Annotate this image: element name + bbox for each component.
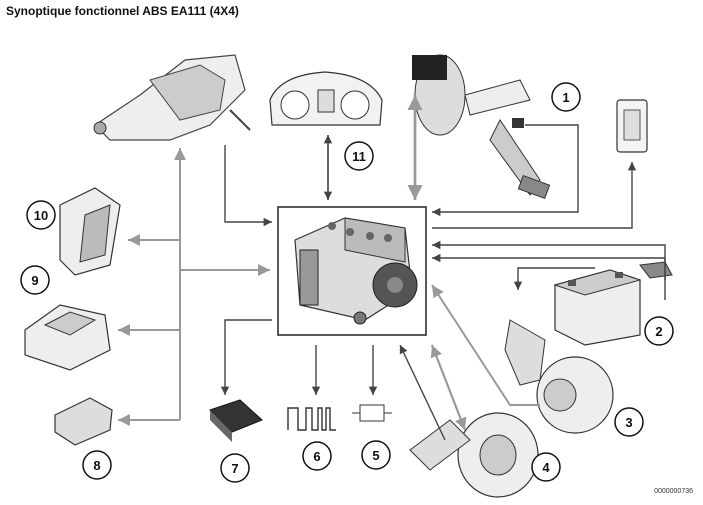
- abs-hydraulic-unit-icon: [277, 206, 427, 336]
- callout-7: 7: [220, 453, 250, 483]
- svg-text:3: 3: [625, 415, 632, 430]
- warning-lamp-icon: [616, 99, 648, 153]
- svg-text:11: 11: [352, 149, 366, 164]
- callout-8: 8: [82, 450, 112, 480]
- steering-column-icon: [93, 54, 251, 141]
- callout-1: 1: [551, 82, 581, 112]
- brake-light-switch: [352, 404, 392, 422]
- callout-2: 2: [644, 316, 674, 346]
- arrow-icon: [118, 95, 666, 441]
- svg-text:2: 2: [655, 324, 662, 339]
- connector-module: [54, 397, 113, 446]
- airbag-ecu: [24, 304, 111, 371]
- callout-5: 5: [361, 440, 391, 470]
- yaw-rate-sensor: [209, 399, 263, 442]
- svg-text:4: 4: [542, 460, 550, 475]
- svg-text:6: 6: [313, 449, 320, 464]
- diagnostic-signals: [287, 407, 336, 431]
- callout-10: 10: [26, 200, 56, 230]
- brake-pedal-servo: [412, 54, 551, 200]
- callout-9: 9: [20, 265, 50, 295]
- svg-text:5: 5: [372, 448, 379, 463]
- engine-ecu: [59, 187, 121, 276]
- instrument-cluster: [269, 71, 383, 126]
- svg-text:8: 8: [93, 458, 100, 473]
- page-title: Synoptique fonctionnel ABS EA111 (4X4): [6, 4, 239, 18]
- front-wheel-speed-sensor: [504, 319, 614, 434]
- svg-text:1: 1: [562, 90, 569, 105]
- rear-drum-brake: [409, 412, 539, 498]
- callout-4: 4: [531, 452, 561, 482]
- svg-text:9: 9: [31, 273, 38, 288]
- callout-11: 11: [344, 141, 374, 171]
- reference-code: 0000000736: [654, 488, 693, 495]
- battery: [553, 261, 673, 346]
- svg-text:7: 7: [231, 461, 238, 476]
- callout-3: 3: [614, 407, 644, 437]
- svg-text:10: 10: [34, 208, 48, 223]
- callout-6: 6: [302, 441, 332, 471]
